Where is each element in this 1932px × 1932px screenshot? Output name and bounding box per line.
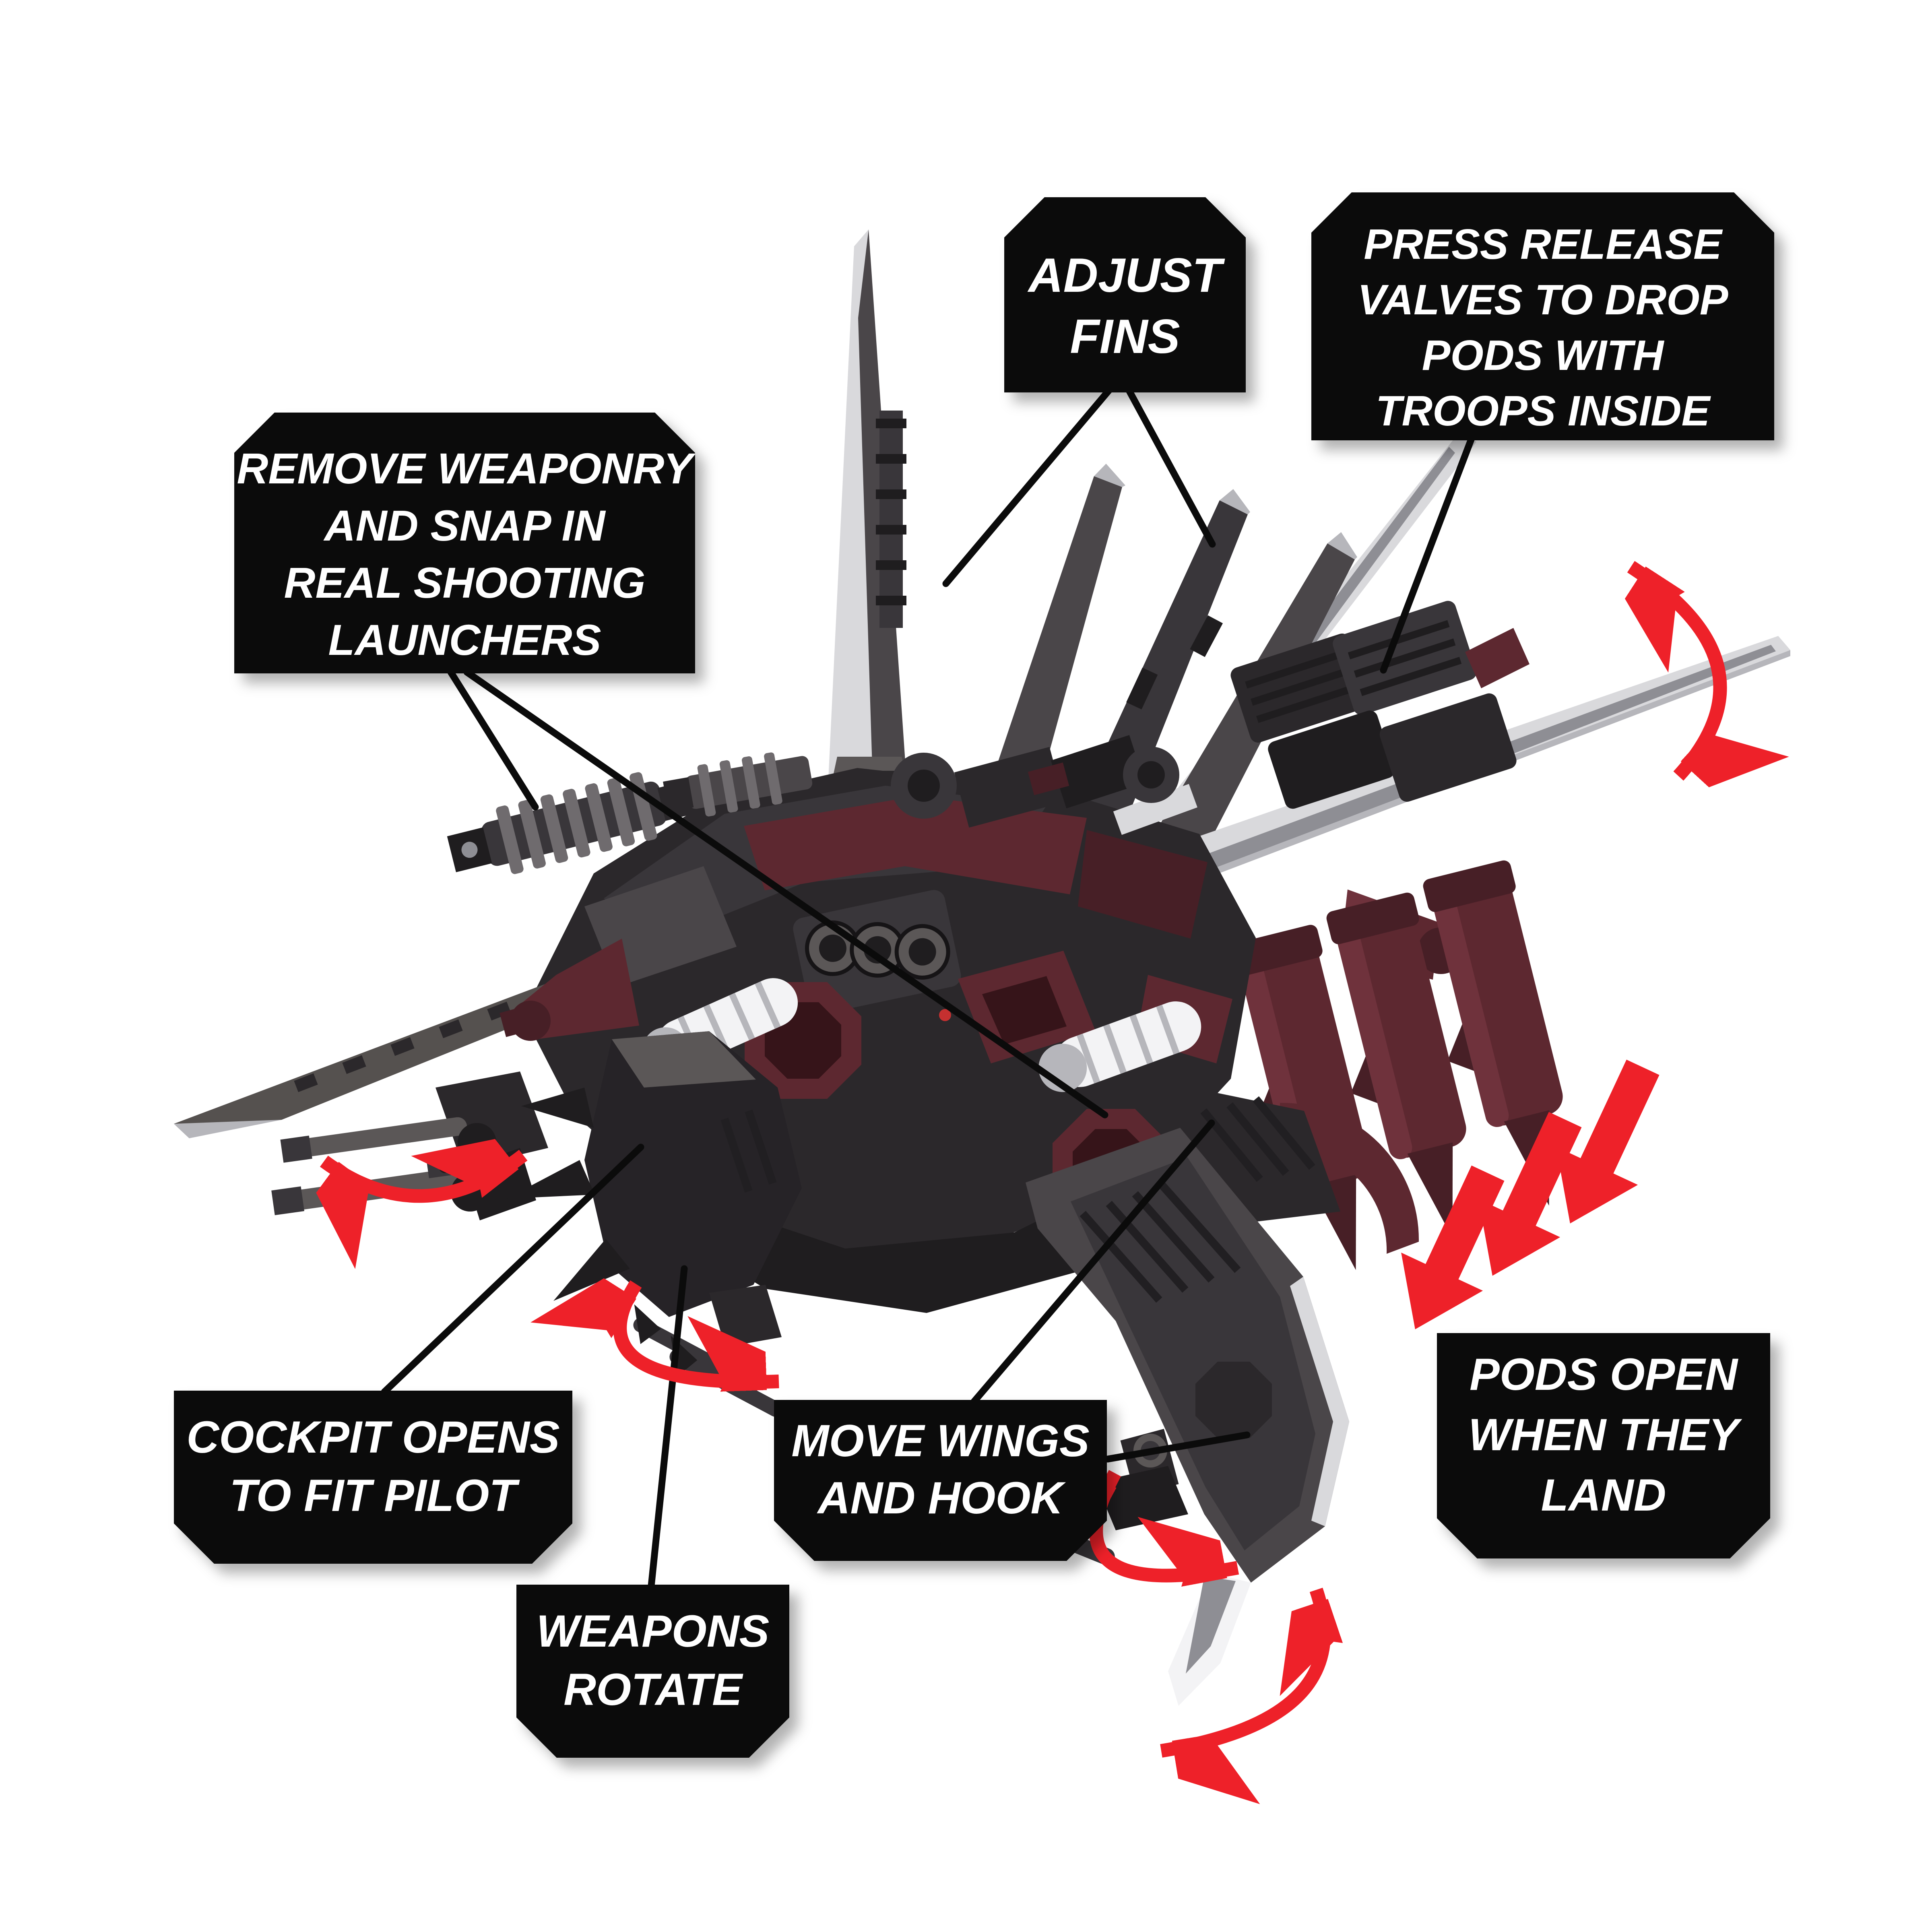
callout-box: ADJUST FINS (1004, 197, 1246, 392)
release-valves (1230, 601, 1530, 809)
leader-adjust-fins-right (1125, 387, 1216, 548)
left-engine-cone (500, 939, 639, 1041)
callout-text-line: ROTATE (564, 1664, 742, 1715)
callout-box: PRESS RELEASE VALVES TO DROP PODS WITH T… (1311, 192, 1774, 440)
callout-text-line: FINS (1070, 310, 1180, 363)
callout-text-line: AND SNAP IN (324, 501, 605, 550)
callout-text-line: TO FIT PILOT (229, 1470, 517, 1521)
top-machinery (891, 735, 1179, 828)
leader-weapons-rotate (648, 1265, 688, 1589)
ribbed-launcher (447, 752, 813, 874)
callout-move-wings-hook: MOVE WINGS AND HOOK (774, 1400, 1107, 1561)
callout-press-release-valves: PRESS RELEASE VALVES TO DROP PODS WITH T… (1311, 192, 1774, 440)
callout-text-line: PODS WITH (1422, 331, 1664, 379)
callout-cockpit-opens: COCKPIT OPENS TO FIT PILOT (174, 1391, 572, 1564)
callout-text-line: PRESS RELEASE (1364, 220, 1722, 268)
callout-remove-weaponry: REMOVE WEAPONRY AND SNAP IN REAL SHOOTIN… (234, 413, 695, 673)
sweep-arrow-wing (1160, 1587, 1324, 1751)
callout-text-line: AND HOOK (817, 1472, 1063, 1523)
leader-adjust-fins-left (942, 387, 1113, 587)
callout-box: PODS OPEN WHEN THEY LAND (1437, 1333, 1770, 1558)
callout-box: MOVE WINGS AND HOOK (774, 1400, 1107, 1561)
callout-text-line: PODS OPEN (1470, 1349, 1738, 1399)
callout-text-line: ADJUST (1028, 248, 1222, 302)
callout-weapons-rotate: WEAPONS ROTATE (516, 1585, 789, 1758)
callout-text-line: VALVES TO DROP (1357, 276, 1728, 324)
main-body (523, 768, 1340, 1313)
callout-text-line: COCKPIT OPENS (186, 1412, 560, 1462)
callout-text-line: LAUNCHERS (328, 615, 601, 664)
cockpit (506, 1031, 802, 1317)
rotate-arrow-cockpit-hook (620, 1284, 779, 1382)
rotate-arrow-left-gun (324, 1155, 528, 1196)
callout-pods-open: PODS OPEN WHEN THEY LAND (1437, 1333, 1770, 1558)
leader-remove-weaponry-1 (447, 669, 539, 811)
callout-text-line: WHEN THEY (1468, 1409, 1739, 1460)
leader-press-release (1380, 436, 1475, 674)
sweep-arrow-pod-release (1631, 561, 1720, 776)
callout-text-line: REAL SHOOTING (284, 558, 646, 607)
leader-lines (381, 387, 1475, 1589)
left-blade (174, 967, 600, 1138)
callout-text-line: MOVE WINGS (791, 1415, 1090, 1466)
tall-center-fin (826, 229, 914, 809)
callout-text-line: TROOPS INSIDE (1375, 387, 1710, 435)
callout-box: REMOVE WEAPONRY AND SNAP IN REAL SHOOTIN… (234, 413, 695, 673)
callout-box: WEAPONS ROTATE (516, 1585, 789, 1758)
callout-text-line: LAND (1541, 1470, 1666, 1520)
callout-adjust-fins: ADJUST FINS (1004, 197, 1246, 392)
leader-remove-weaponry-2 (463, 669, 1108, 1119)
callout-text-line: WEAPONS (536, 1606, 770, 1656)
leader-cockpit-opens (381, 1144, 644, 1395)
callout-box: COCKPIT OPENS TO FIT PILOT (174, 1391, 572, 1564)
callout-text-line: REMOVE WEAPONRY (237, 444, 693, 493)
leader-move-wings-1 (970, 1119, 1215, 1405)
